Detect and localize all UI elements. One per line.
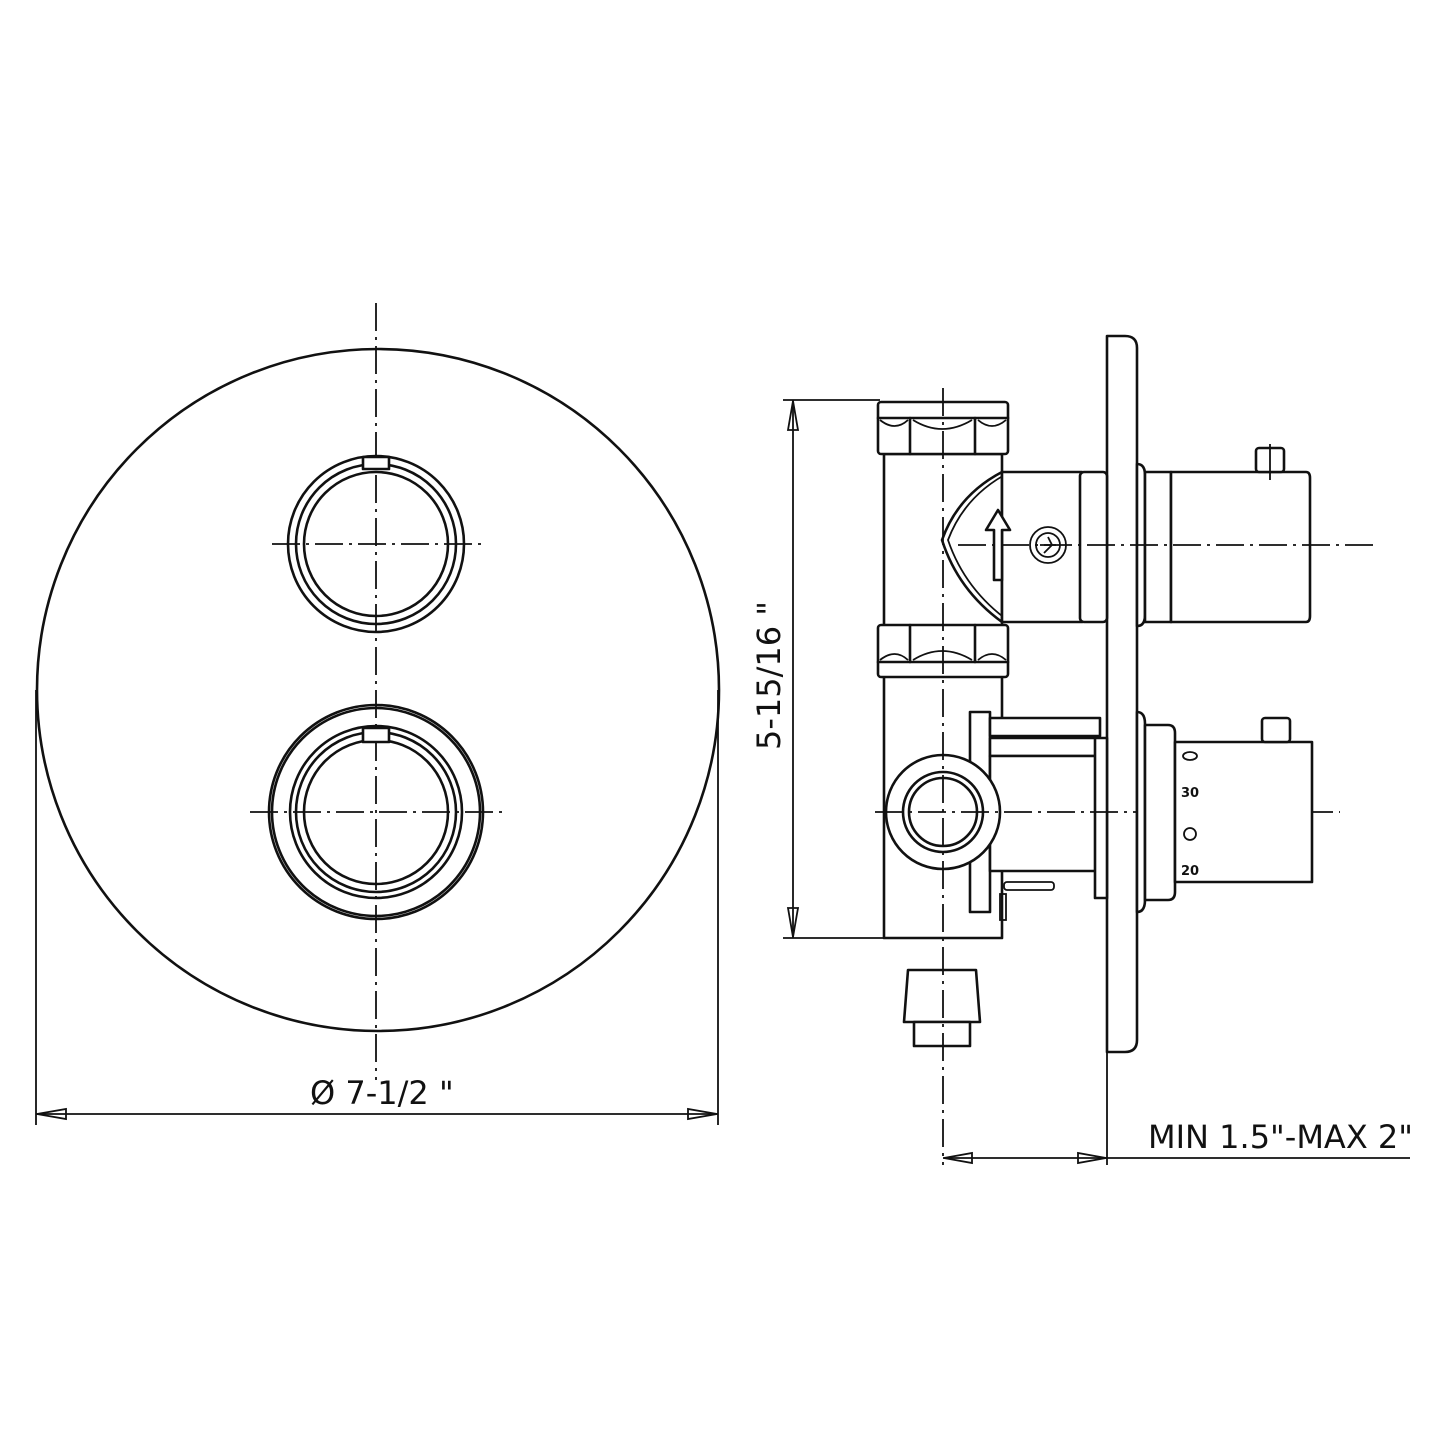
wall-plate [1105,334,1139,1054]
wall-depth-label: MIN 1.5"-MAX 2" [1148,1118,1413,1156]
bottom-cap [902,968,982,1048]
lower-handle-index-notch [361,726,391,744]
trim-plate-circle [35,347,721,1033]
lower-stop-pin [1260,716,1292,744]
upper-handle-index-notch [361,455,391,471]
lower-handle [250,703,504,921]
wall-depth-dimension: MIN 1.5"-MAX 2" [943,1052,1413,1165]
flow-arrow-icon [984,508,1012,582]
thermostat-cartridge: 30 20 [1135,710,1314,914]
temperature-mark-30: 30 [1181,786,1199,801]
diameter-dimension: Ø 7-1/2 " [35,690,719,1125]
upper-cartridge [1000,444,1312,628]
diameter-label: Ø 7-1/2 " [310,1074,454,1112]
upper-handle [272,454,482,634]
height-label: 5-15/16 " [750,601,788,750]
side-view: 30 20 5-15/16 " MIN 1.5"-MAX 2" [750,334,1413,1165]
height-dimension: 5-15/16 " [750,399,884,939]
temperature-mark-20: 20 [1181,864,1199,879]
body-curve [940,470,1004,624]
front-view: Ø 7-1/2 " [35,303,721,1125]
